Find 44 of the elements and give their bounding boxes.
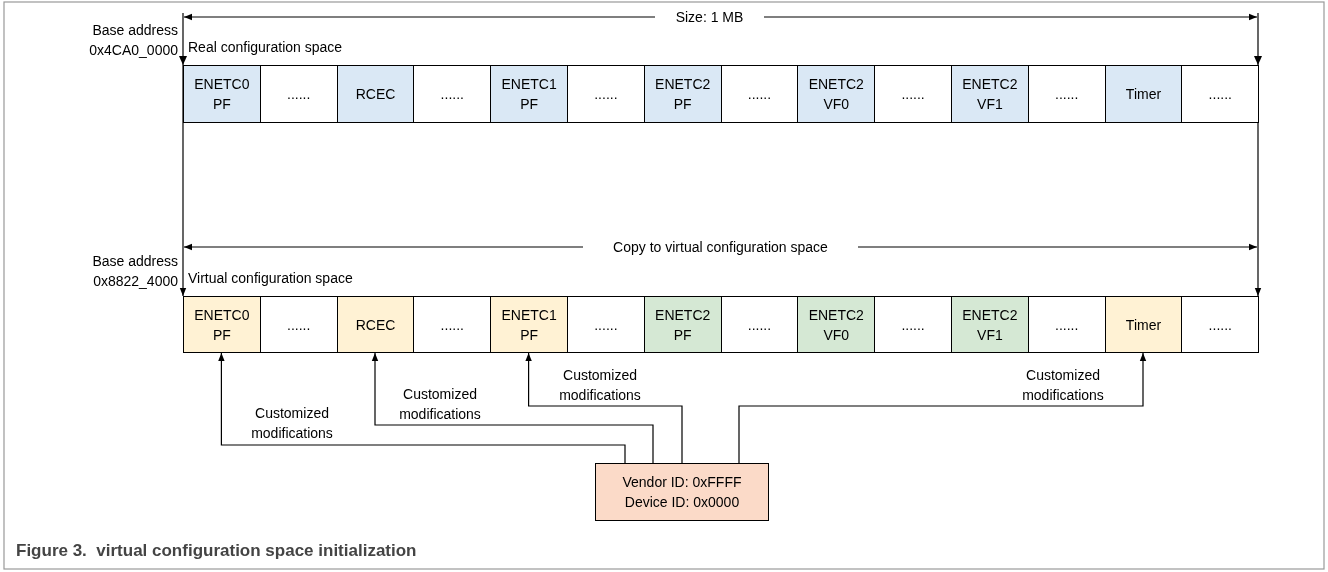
memory-region-cell: ENETC2 VF1 — [951, 65, 1029, 123]
memory-region-cell: ENETC2 PF — [643, 296, 722, 353]
memory-region-cell: ...... — [1181, 65, 1260, 123]
edge-label: Customized modifications — [558, 366, 642, 405]
size-label: Size: 1 MB — [674, 8, 745, 27]
arrow — [738, 352, 1147, 464]
memory-region-cell: ENETC2 VF0 — [797, 65, 876, 123]
edge-label: Customized modifications — [250, 404, 334, 443]
copy-label: Copy to virtual configuration space — [612, 238, 829, 257]
memory-region-cell: ENETC1 PF — [490, 65, 568, 123]
arrow — [371, 352, 654, 464]
memory-region-cell: ...... — [874, 296, 952, 353]
memory-region-cell: ENETC0 PF — [183, 65, 261, 123]
memory-region-cell: ...... — [720, 65, 799, 123]
arrow — [218, 352, 626, 464]
edge-label: Customized modifications — [1021, 366, 1105, 405]
memory-region-cell: ENETC2 PF — [643, 65, 722, 123]
memory-region-cell: ...... — [874, 65, 952, 123]
figure-caption: Figure 3. virtual configuration space initialization — [16, 541, 417, 561]
memory-region-cell: ENETC2 VF0 — [797, 296, 876, 353]
memory-region-cell: ...... — [413, 296, 492, 353]
base-address-label: Base address 0x4CA0_0000 — [88, 21, 178, 60]
memory-region-cell: ...... — [259, 296, 338, 353]
memory-region-cell: ...... — [413, 65, 492, 123]
memory-region-cell: ENETC1 PF — [490, 296, 568, 353]
memory-region-cell: ...... — [1181, 296, 1260, 353]
memory-region-cell: ...... — [259, 65, 338, 123]
arrow — [525, 352, 683, 464]
memory-region-cell: ...... — [1027, 65, 1106, 123]
memory-region-cell: ...... — [1027, 296, 1106, 353]
edge-label: Customized modifications — [398, 385, 482, 424]
region-title: Virtual configuration space — [188, 269, 353, 288]
memory-region-cell: ...... — [567, 296, 645, 353]
memory-region-cell: Timer — [1104, 296, 1183, 353]
base-address-label: Base address 0x8822_4000 — [91, 252, 178, 291]
region-title: Real configuration space — [188, 38, 343, 57]
memory-region-cell: RCEC — [336, 296, 415, 353]
memory-region-cell: ENETC2 VF1 — [951, 296, 1029, 353]
memory-region-cell: Timer — [1104, 65, 1183, 123]
id-register-box: Vendor ID: 0xFFFF Device ID: 0x0000 — [595, 463, 769, 521]
memory-region-cell: RCEC — [336, 65, 415, 123]
memory-region-cell: ...... — [567, 65, 645, 123]
memory-region-cell: ENETC0 PF — [183, 296, 261, 353]
memory-region-cell: ...... — [720, 296, 799, 353]
